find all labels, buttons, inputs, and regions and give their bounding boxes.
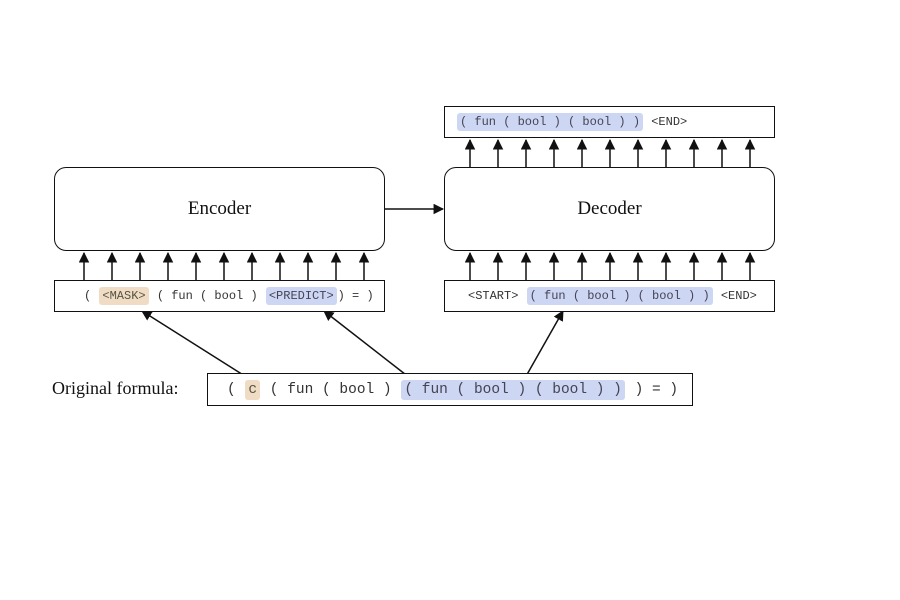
decoder-input-arrows <box>464 251 756 280</box>
decoder-target-arrow <box>524 310 564 379</box>
predicted-subterm: ( fun ( bool ) ( bool ) ) <box>401 379 625 400</box>
decoder-input-end-token: <END> <box>713 289 757 303</box>
formula-token: ) = ) <box>625 381 679 398</box>
masked-subterm: c <box>245 379 261 400</box>
decoder-output-sequence: ( fun ( bool ) ( bool ) ) <END> <box>444 106 775 138</box>
start-token: <START> <box>468 289 526 303</box>
predict-token: <PREDICT> <box>265 287 337 305</box>
decoder-label: Decoder <box>577 198 642 219</box>
encoder-input-sequence: ( <MASK> ( fun ( bool ) <PREDICT> ) = ) <box>54 280 385 312</box>
original-formula-sequence: ( c ( fun ( bool ) ( fun ( bool ) ( bool… <box>207 373 693 406</box>
formula-token: ( fun ( bool ) <box>261 381 401 398</box>
encoder-input-token: ( fun ( bool ) <box>149 289 265 303</box>
predict-source-arrow <box>323 310 411 379</box>
original-formula-label: Original formula: <box>52 378 179 398</box>
encoder-input-token: ) = ) <box>337 289 374 303</box>
encoder-label: Encoder <box>187 198 252 219</box>
mask-token: <MASK> <box>99 287 149 305</box>
encoder-block: Encoder <box>54 167 385 251</box>
decoder-output-predicted: ( fun ( bool ) ( bool ) ) <box>457 113 644 131</box>
mask-source-arrow <box>141 310 249 379</box>
decoder-input-target: ( fun ( bool ) ( bool ) ) <box>526 287 713 305</box>
encoder-input-arrows <box>78 251 370 280</box>
decoder-output-arrows <box>464 138 756 167</box>
encoder-input-token: ( <box>84 289 99 303</box>
decoder-block: Decoder <box>444 167 775 251</box>
decoder-output-end-token: <END> <box>644 115 688 129</box>
formula-token: ( <box>227 381 245 398</box>
decoder-input-sequence: <START> ( fun ( bool ) ( bool ) ) <END> <box>444 280 775 312</box>
